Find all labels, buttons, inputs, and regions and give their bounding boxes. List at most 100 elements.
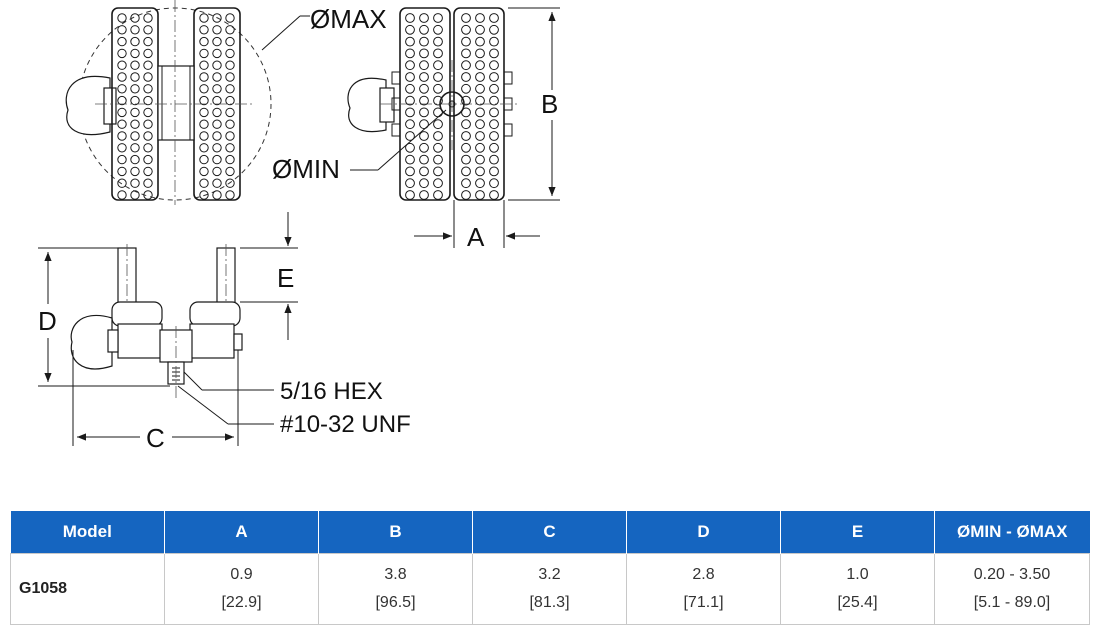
- pad-hole: [405, 83, 415, 94]
- pad-hole: [130, 131, 140, 141]
- pad-hole: [405, 154, 415, 165]
- pad-hole: [212, 166, 222, 177]
- pad-hole: [419, 178, 429, 189]
- pad-hole: [130, 60, 140, 70]
- header-model: Model: [10, 511, 165, 554]
- pad-hole: [489, 60, 499, 71]
- pad-hole: [130, 143, 140, 153]
- pad-hole: [419, 36, 429, 47]
- pad-hole: [117, 84, 127, 94]
- pad-hole: [433, 107, 443, 118]
- pad-hole: [419, 48, 429, 59]
- pad-hole: [199, 154, 209, 165]
- top-view-closed: [347, 7, 520, 201]
- pad-hole: [143, 166, 153, 177]
- header-b: B: [318, 511, 473, 554]
- cell-c: 3.2[81.3]: [472, 553, 627, 625]
- pad-hole: [212, 25, 222, 35]
- pad-hole: [419, 119, 429, 130]
- dim-b-label: B: [541, 89, 558, 119]
- spec-header-row: Model A B C D E ØMIN - ØMAX: [10, 511, 1090, 554]
- pad-hole: [225, 166, 235, 177]
- pad-hole: [225, 107, 235, 118]
- pad-hole: [475, 107, 485, 118]
- pad-hole: [475, 36, 485, 47]
- cell-b: 3.8[96.5]: [318, 553, 473, 625]
- pad-hole: [225, 95, 235, 106]
- pad-hole: [117, 60, 127, 70]
- pad-hole: [405, 178, 415, 189]
- pad-hole: [117, 178, 127, 188]
- pad-hole: [419, 60, 429, 71]
- pad-hole: [433, 83, 443, 94]
- pad-hole: [117, 190, 127, 200]
- pad-hole: [461, 13, 471, 23]
- cell-range: 0.20 - 3.50[5.1 - 89.0]: [934, 553, 1090, 625]
- pad-hole: [225, 72, 235, 82]
- pad-hole: [461, 119, 471, 130]
- dim-c-label: C: [146, 423, 165, 453]
- pad-hole: [199, 13, 209, 23]
- pad-hole: [199, 60, 209, 70]
- pad-hole: [475, 48, 485, 59]
- pad-hole: [461, 190, 471, 200]
- pad-hole: [405, 60, 415, 71]
- pad-hole: [143, 190, 153, 200]
- pad-hole: [199, 72, 209, 82]
- pad-hole: [475, 95, 485, 106]
- header-e: E: [780, 511, 935, 554]
- pad-hole: [143, 178, 153, 188]
- pad-hole: [143, 154, 153, 165]
- pad-hole: [405, 142, 415, 153]
- pad-hole: [225, 25, 235, 35]
- pad-hole: [405, 190, 415, 200]
- pad-hole: [475, 142, 485, 153]
- pad-hole: [405, 107, 415, 118]
- pad-hole: [419, 190, 429, 200]
- pad-hole: [489, 24, 499, 35]
- pad-hole: [405, 166, 415, 177]
- pad-hole: [489, 83, 499, 94]
- pad-hole: [461, 48, 471, 59]
- pad-hole: [212, 107, 222, 118]
- pad-hole: [461, 107, 471, 118]
- pad-hole: [212, 131, 222, 141]
- pad-hole: [199, 25, 209, 35]
- pad-hole: [475, 24, 485, 35]
- pad-hole: [405, 13, 415, 23]
- pad-hole: [419, 83, 429, 94]
- pad-hole: [212, 143, 222, 153]
- pad-hole: [489, 131, 499, 141]
- pad-hole: [212, 84, 222, 94]
- pad-hole: [130, 107, 140, 118]
- pad-hole: [130, 25, 140, 35]
- cell-e: 1.0[25.4]: [780, 553, 935, 625]
- pad-hole: [130, 119, 140, 129]
- pad-hole: [143, 131, 153, 141]
- hex-label: 5/16 HEX: [280, 378, 383, 405]
- pad-hole: [143, 84, 153, 94]
- cell-model: G1058: [10, 553, 165, 625]
- pad-hole: [212, 48, 222, 59]
- pad-hole: [199, 166, 209, 177]
- pad-hole: [130, 13, 140, 23]
- pad-hole: [433, 154, 443, 165]
- pad-hole: [461, 60, 471, 71]
- cell-d: 2.8[71.1]: [626, 553, 781, 625]
- cell-a: 0.9[22.9]: [164, 553, 319, 625]
- pad-hole: [475, 178, 485, 189]
- pad-hole: [489, 119, 499, 130]
- pad-hole: [489, 72, 499, 82]
- pad-hole: [117, 25, 127, 35]
- pad-hole: [199, 178, 209, 188]
- pad-hole: [405, 48, 415, 59]
- pad-hole: [212, 154, 222, 165]
- pad-hole: [199, 107, 209, 118]
- pad-hole: [461, 131, 471, 141]
- pad-hole: [405, 72, 415, 82]
- pad-hole: [489, 107, 499, 118]
- pad-hole: [433, 72, 443, 82]
- pad-hole: [419, 166, 429, 177]
- dim-e-label: E: [277, 263, 294, 293]
- pad-hole: [225, 190, 235, 200]
